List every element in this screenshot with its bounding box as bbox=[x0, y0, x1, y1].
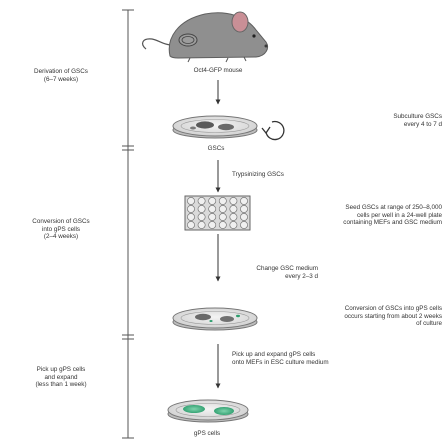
pickup-note: Pick up and expand gPS cells onto MEFs i… bbox=[232, 351, 329, 366]
well bbox=[240, 221, 248, 229]
well bbox=[229, 221, 238, 229]
well bbox=[240, 213, 248, 221]
well bbox=[208, 213, 217, 221]
well bbox=[218, 221, 227, 229]
mouse-label: Oct4-GFP mouse bbox=[193, 67, 243, 74]
well bbox=[240, 205, 248, 213]
well bbox=[187, 197, 195, 205]
well bbox=[197, 197, 206, 205]
gps-dish bbox=[167, 399, 249, 423]
gps-label: gPS cells bbox=[193, 430, 221, 437]
well bbox=[187, 221, 195, 229]
mouse-illustration bbox=[142, 11, 269, 63]
well bbox=[208, 205, 217, 213]
well bbox=[218, 197, 227, 205]
well bbox=[218, 213, 227, 221]
well bbox=[218, 205, 227, 213]
well bbox=[229, 205, 238, 213]
well bbox=[229, 213, 238, 221]
change-medium-note: Change GSC medium every 2–3 d bbox=[256, 265, 318, 280]
phase-conversion: Conversion of GSCs into gPS cells (2–4 w… bbox=[32, 218, 90, 241]
timeline bbox=[122, 9, 134, 439]
well bbox=[197, 205, 206, 213]
conversion-dish bbox=[172, 307, 258, 331]
well bbox=[197, 213, 206, 221]
well bbox=[187, 205, 195, 213]
phase-derivation: Derivation of GSCs (6–7 weeks) bbox=[34, 68, 88, 83]
well bbox=[187, 213, 195, 221]
well bbox=[229, 197, 238, 205]
well bbox=[240, 197, 248, 205]
well-plate bbox=[184, 195, 251, 231]
well bbox=[208, 221, 217, 229]
gsc-label: GSCs bbox=[207, 145, 225, 152]
well bbox=[197, 221, 206, 229]
well bbox=[208, 197, 217, 205]
seed-note: Seed GSCs at range of 250–8,000 cells pe… bbox=[343, 204, 442, 227]
trypsinizing-note: Trypsinizing GSCs bbox=[232, 171, 284, 178]
phase-pickup: Pick up gPS cells and expand (less than … bbox=[35, 366, 87, 389]
gsc-dish bbox=[172, 115, 285, 141]
subculture-note: Subculture GSCs every 4 to 7 d bbox=[393, 113, 442, 128]
conversion-note: Conversion of GSCs into gPS cells occurs… bbox=[344, 305, 442, 328]
